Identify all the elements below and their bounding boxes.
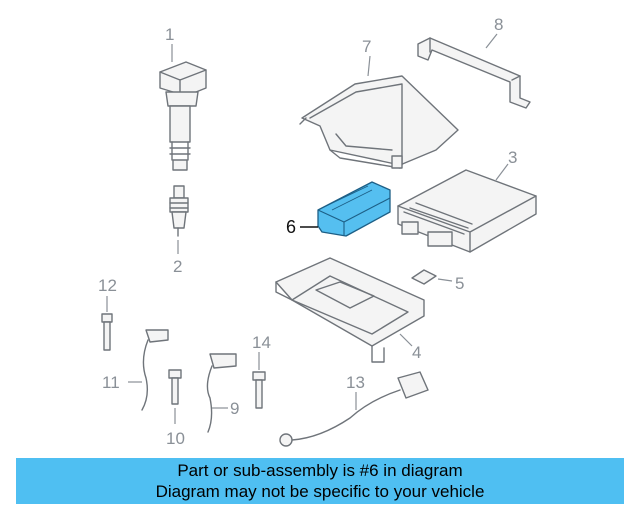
callout-1: 1 (165, 25, 174, 44)
banner-line-2: Diagram may not be specific to your vehi… (155, 482, 485, 501)
parts-diagram: 1 2 7 8 3 6 (98, 15, 537, 448)
callout-7: 7 (362, 37, 371, 56)
callout-3: 3 (508, 148, 517, 167)
part-11-sensor (141, 329, 169, 411)
part-13-knock-sensor (279, 371, 429, 447)
callout-9: 9 (230, 399, 239, 418)
callout-13: 13 (346, 373, 365, 392)
part-14-bolt (252, 371, 266, 409)
banner-line-1: Part or sub-assembly is #6 in diagram (177, 461, 463, 480)
part-9-sensor (206, 353, 237, 433)
callout-2: 2 (173, 257, 182, 276)
part-7-cover (299, 75, 459, 169)
leader-7 (367, 55, 371, 77)
part-1-ignition-coil (159, 61, 207, 171)
callout-12: 12 (98, 276, 117, 295)
callout-4: 4 (412, 343, 421, 362)
leader-8 (485, 33, 498, 49)
part-6-highlighted-module (317, 181, 391, 237)
part-12-bolt (101, 313, 113, 351)
part-5-cap (411, 269, 437, 285)
part-8-bracket (417, 37, 531, 109)
part-2-spark-plug (169, 185, 189, 237)
callout-8: 8 (494, 15, 503, 34)
callout-11: 11 (102, 373, 120, 392)
part-10-bolt (168, 369, 182, 405)
info-banner: Part or sub-assembly is #6 in diagram Di… (16, 458, 624, 504)
leader-4 (399, 333, 413, 347)
callout-14: 14 (252, 333, 271, 352)
callout-6: 6 (286, 217, 296, 237)
part-3-ecm (397, 169, 537, 253)
callout-10: 10 (166, 429, 185, 448)
part-4-tray (275, 257, 425, 363)
callout-5: 5 (455, 274, 464, 293)
leader-3 (495, 163, 509, 181)
leader-5 (437, 278, 453, 282)
